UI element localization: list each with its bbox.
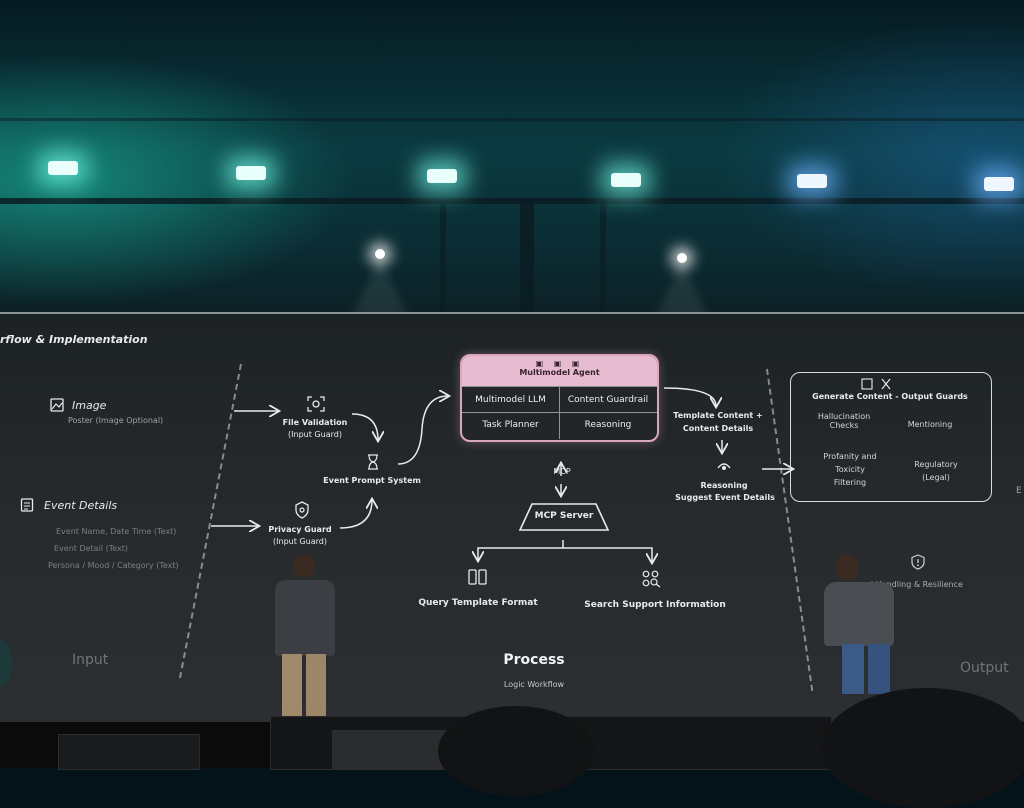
guard-hallucination: Hallucination Checks bbox=[804, 412, 884, 430]
stage-monitor bbox=[58, 734, 200, 770]
stage-light bbox=[427, 169, 457, 183]
event-line: Event Detail (Text) bbox=[54, 544, 128, 553]
guard-regulatory: Regulatory (Legal) bbox=[896, 458, 976, 484]
event-line: Event Name, Date Time (Text) bbox=[56, 527, 177, 536]
image-icon bbox=[50, 398, 64, 412]
presenter-shirt bbox=[824, 582, 894, 646]
stage-light bbox=[48, 161, 78, 175]
lighting-truss-upper bbox=[0, 118, 1024, 121]
agent-cell-llm: Multimodel LLM bbox=[462, 386, 560, 413]
audience-head bbox=[438, 706, 594, 796]
presenter-leg bbox=[282, 654, 302, 716]
file-validation-label: File Validation bbox=[282, 418, 348, 427]
section-input: Input bbox=[72, 652, 109, 668]
reasoning-icon bbox=[717, 463, 731, 470]
scan-icon bbox=[307, 396, 325, 412]
privacy-guard-sub: (Input Guard) bbox=[273, 537, 327, 546]
section-process-sub: Logic Workflow bbox=[503, 680, 565, 689]
search-support-label: Search Support Information bbox=[584, 600, 726, 610]
stage-light bbox=[236, 166, 266, 180]
presenter-head bbox=[293, 554, 315, 578]
support-column bbox=[520, 200, 534, 312]
section-process: Process bbox=[503, 652, 565, 668]
presenter-shirt bbox=[275, 580, 335, 656]
file-validation-sub: (Input Guard) bbox=[288, 430, 342, 439]
guard-line: Mentioning bbox=[907, 420, 953, 429]
venue-ceiling bbox=[0, 0, 1024, 410]
mcp-server-label: MCP Server bbox=[534, 511, 594, 521]
agent-cell-reasoning: Reasoning bbox=[559, 412, 657, 439]
input-image-label: Image bbox=[72, 399, 107, 412]
guard-line: Checks bbox=[829, 421, 859, 430]
privacy-guard-label: Privacy Guard bbox=[268, 525, 332, 534]
guard-line: Filtering bbox=[833, 478, 867, 487]
document-icon bbox=[20, 498, 34, 512]
presenter-left bbox=[272, 554, 338, 716]
lighting-truss bbox=[0, 198, 1024, 204]
agent-cell-planner: Task Planner bbox=[462, 412, 560, 439]
audience-head bbox=[0, 640, 12, 686]
guard-line: (Legal) bbox=[922, 473, 950, 482]
presenter-right bbox=[824, 554, 898, 694]
presenter-leg bbox=[306, 654, 326, 716]
event-prompt-label: Event Prompt System bbox=[323, 476, 421, 485]
agent-card-header: ▣ ▣ ▣ Multimodel Agent bbox=[462, 356, 657, 386]
mcp-label: MCP bbox=[553, 467, 571, 476]
template-icon bbox=[468, 569, 487, 585]
output-guards-box bbox=[790, 372, 992, 502]
reasoning-label: Reasoning bbox=[700, 481, 748, 490]
support-column bbox=[600, 200, 606, 312]
guard-line: Regulatory bbox=[914, 460, 958, 469]
slide-title: rflow & Implementation bbox=[0, 333, 148, 346]
stage-light bbox=[611, 173, 641, 187]
input-event-label: Event Details bbox=[44, 499, 118, 512]
edge-letter: E bbox=[1016, 486, 1022, 496]
stage-light bbox=[984, 177, 1014, 191]
hourglass-icon bbox=[368, 454, 378, 470]
guard-line: Profanity and bbox=[823, 452, 877, 461]
multimodel-agent-card: ▣ ▣ ▣ Multimodel Agent Multimodel LLM Co… bbox=[460, 354, 659, 442]
input-image-sub: Poster (Image Optional) bbox=[68, 416, 164, 425]
suggest-event-label: Suggest Event Details bbox=[675, 493, 775, 502]
output-guards-title: Generate Content - Output Guards bbox=[812, 392, 968, 401]
agent-title: Multimodel Agent bbox=[519, 368, 600, 377]
support-column bbox=[440, 200, 446, 312]
section-output: Output bbox=[960, 660, 1009, 676]
guard-line: Hallucination bbox=[817, 412, 871, 421]
shield-icon bbox=[295, 501, 309, 519]
query-template-label: Query Template Format bbox=[418, 598, 538, 608]
guard-profanity: Profanity and Toxicity Filtering bbox=[810, 450, 890, 489]
guard-mentioning: Mentioning bbox=[890, 420, 970, 429]
mcp-server-shape bbox=[518, 503, 610, 531]
agent-header-icons: ▣ ▣ ▣ bbox=[535, 359, 584, 368]
audience-head bbox=[822, 688, 1024, 808]
agent-cell-guardrail: Content Guardrail bbox=[559, 386, 657, 413]
shield-alert-icon bbox=[911, 554, 925, 570]
guard-line: Toxicity bbox=[835, 465, 865, 474]
error-handling-label: al Handling & Resilience bbox=[866, 580, 963, 589]
spotlight bbox=[375, 249, 385, 259]
content-details-label: Content Details bbox=[682, 424, 754, 433]
event-line: Persona / Mood / Category (Text) bbox=[48, 561, 179, 570]
presenter-leg bbox=[868, 644, 890, 694]
spotlight bbox=[677, 253, 687, 263]
presenter-head bbox=[836, 554, 858, 580]
flow-arrows bbox=[211, 387, 1024, 724]
search-grid-icon bbox=[642, 570, 661, 588]
presenter-leg bbox=[842, 644, 864, 694]
stage-light bbox=[797, 174, 827, 188]
template-content-label: Template Content + bbox=[673, 411, 763, 420]
guard-header-icons bbox=[861, 378, 891, 390]
